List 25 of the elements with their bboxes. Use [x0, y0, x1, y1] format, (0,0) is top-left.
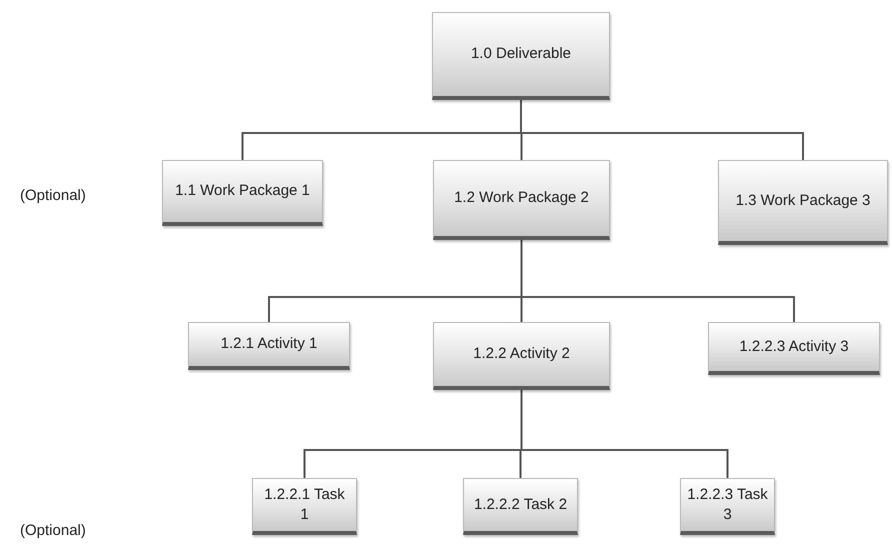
- connector-line: [520, 240, 795, 322]
- process-box: [718, 160, 888, 245]
- box-label: 1.2.2.2 Task 2: [474, 494, 568, 515]
- box-label: 1.2 Work Package 2: [454, 188, 589, 208]
- process-box: [463, 478, 578, 535]
- process-box: [432, 12, 610, 100]
- process-box: [433, 160, 610, 240]
- process-box: [708, 322, 880, 375]
- box-label: 1.0 Deliverable: [470, 44, 572, 64]
- box-label: 1.2.2.1 Task 1: [263, 484, 346, 525]
- box-label: 1.2.2.3 Activity 3: [739, 336, 849, 357]
- level-note: (Optional): [20, 187, 86, 204]
- box-label: 1.2.2 Activity 2: [473, 344, 570, 364]
- connector-line: [520, 100, 804, 160]
- process-box: [162, 160, 323, 226]
- level-note: (Optional): [20, 522, 86, 539]
- box-label: 1.2.2.3 Task 3: [687, 484, 768, 525]
- process-box: [680, 478, 775, 535]
- process-box: [188, 322, 350, 370]
- box-label: 1.2.1 Activity 1: [220, 334, 318, 354]
- process-box: [252, 478, 357, 535]
- connector-line: [520, 390, 728, 478]
- process-box: [433, 322, 610, 390]
- box-label: 1.1 Work Package 1: [175, 181, 310, 202]
- box-label: 1.3 Work Package 3: [736, 190, 870, 211]
